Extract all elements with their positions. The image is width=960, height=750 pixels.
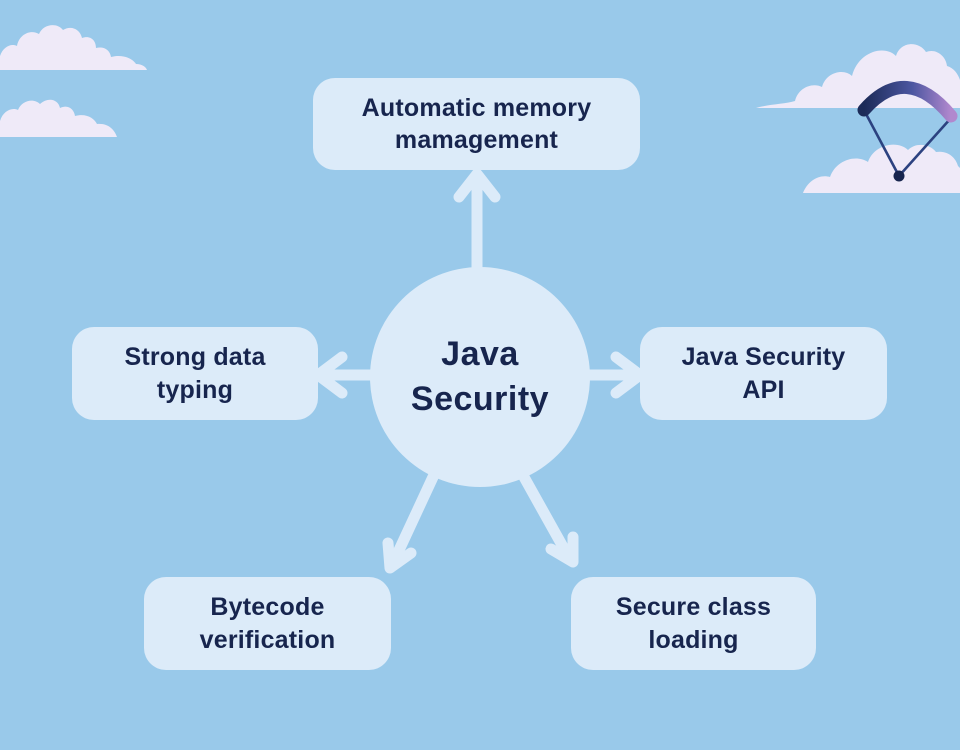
node-bytecode-verification: Bytecode verification (144, 577, 391, 670)
node-automatic-memory-management: Automatic memory mamagement (313, 78, 640, 170)
node-strong-data-typing: Strong data typing (72, 327, 318, 420)
paraglider-pilot (893, 170, 905, 182)
center-node-label: Java Security (410, 335, 550, 418)
paraglider-canopy (857, 80, 958, 123)
cloud-icon (803, 144, 960, 193)
cloud-icon (0, 99, 117, 137)
cloud-icon (0, 25, 147, 70)
node-label: Bytecode verification (199, 593, 336, 654)
node-label: Strong data typing (124, 343, 266, 404)
arrow-down-left-icon (382, 471, 439, 574)
node-java-security-api: Java Security API (640, 327, 887, 420)
node-label: Automatic memory mamagement (361, 93, 592, 155)
paraglider-icon (857, 80, 958, 182)
arrow-down-right-icon (518, 471, 579, 568)
node-label: Secure class loading (615, 593, 772, 654)
node-label: Java Security API (681, 343, 846, 404)
arrow-up-icon (453, 168, 501, 289)
center-node-java-security: Java Security (370, 267, 590, 487)
node-secure-class-loading: Secure class loading (571, 577, 816, 670)
